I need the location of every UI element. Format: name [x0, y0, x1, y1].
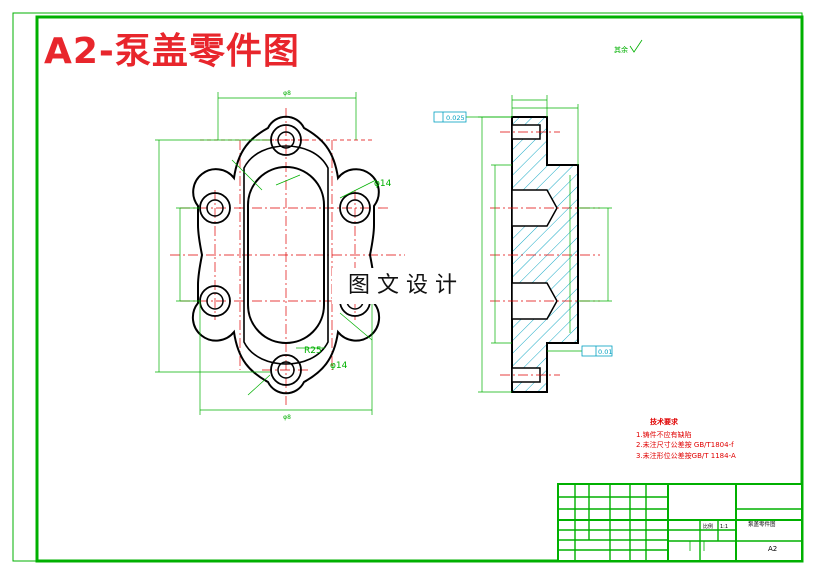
dim-bottom-width: φ8 — [283, 414, 291, 421]
dim-top-width: φ8 — [283, 90, 291, 97]
title-block-sheet: A2 — [768, 545, 777, 553]
tolerance-frame-flatness: 0.01 — [581, 345, 612, 357]
section-view: 0.025 0.01 — [433, 95, 612, 393]
title-block-drawing-name: 泵盖零件图 — [748, 520, 776, 528]
section-hatch — [511, 116, 579, 393]
dim-bolt-hole-1: φ14 — [374, 179, 392, 189]
dim-arc: R25 — [304, 346, 322, 356]
tech-req-item-2: 2.未注尺寸公差按 GB/T1804-f — [636, 440, 734, 449]
cover-outline — [191, 115, 381, 395]
technical-requirements: 技术要求 1.铸件不应有缺陷 2.未注尺寸公差按 GB/T1804-f 3.未注… — [636, 417, 736, 460]
title-block: 泵盖零件图 比例 1:1 A2 — [557, 483, 803, 562]
front-view: φ8 φ8 φ14 φ14 R25 — [155, 90, 405, 421]
drawing-title: A2-泵盖零件图 — [44, 31, 300, 72]
tech-req-heading: 技术要求 — [650, 417, 679, 426]
title-block-scale-label: 比例 — [703, 523, 713, 530]
roughness-symbol: 其余 — [614, 39, 643, 54]
roughness-label: 其余 — [614, 45, 628, 54]
tech-req-item-3: 3.未注形位公差按GB/T 1184-A — [636, 451, 736, 460]
obround-slot — [247, 166, 325, 344]
tech-req-item-1: 1.铸件不应有缺陷 — [636, 430, 692, 439]
inner-border — [35, 15, 804, 563]
title-block-scale-value: 1:1 — [720, 524, 728, 530]
dim-bolt-hole-2: φ14 — [330, 361, 348, 371]
parallelism-value: 0.025 — [446, 114, 465, 122]
flatness-value: 0.01 — [598, 348, 612, 356]
watermark: 图文设计 — [332, 268, 480, 304]
tolerance-frame-parallelism: 0.025 — [433, 111, 467, 123]
